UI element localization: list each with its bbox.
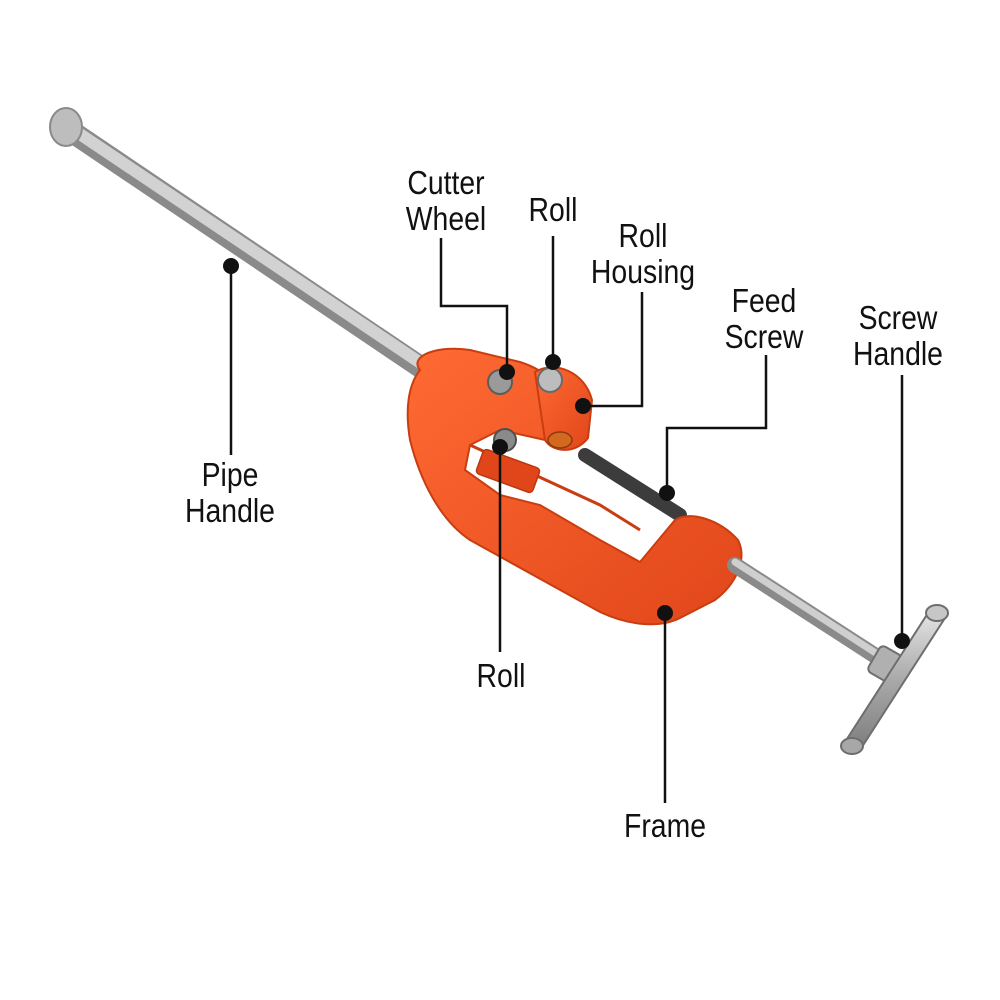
- feed-screw: [578, 448, 687, 522]
- label-roll-top: Roll: [528, 191, 578, 228]
- screw-handle: [840, 604, 949, 755]
- dot-roll-top: [545, 354, 561, 370]
- dot-cutter-wheel: [499, 364, 515, 380]
- label-roll-bottom: Roll: [476, 657, 526, 694]
- screw-shaft: [727, 557, 893, 670]
- roll-top: [537, 367, 563, 393]
- label-pipe-handle: Pipe Handle: [185, 456, 275, 529]
- leader-feed-screw: [665, 355, 768, 493]
- dot-feed-screw: [659, 485, 675, 501]
- dot-screw-handle: [894, 633, 910, 649]
- leader-cutter-wheel: [439, 238, 509, 372]
- pipe-handle: [49, 107, 436, 381]
- label-feed-screw: Feed Screw: [724, 282, 804, 355]
- leader-lines: [229, 236, 904, 803]
- leader-roll-housing: [583, 292, 644, 408]
- dot-roll-bottom: [492, 439, 508, 455]
- dot-pipe-handle: [223, 258, 239, 274]
- label-frame: Frame: [624, 807, 706, 844]
- dot-frame: [657, 605, 673, 621]
- frame: [406, 347, 743, 626]
- label-cutter-wheel: Cutter Wheel: [405, 164, 487, 237]
- dot-roll-housing: [575, 398, 591, 414]
- label-screw-handle: Screw Handle: [853, 299, 943, 372]
- callout-dots: [223, 258, 910, 649]
- label-roll-housing: Roll Housing: [590, 217, 696, 290]
